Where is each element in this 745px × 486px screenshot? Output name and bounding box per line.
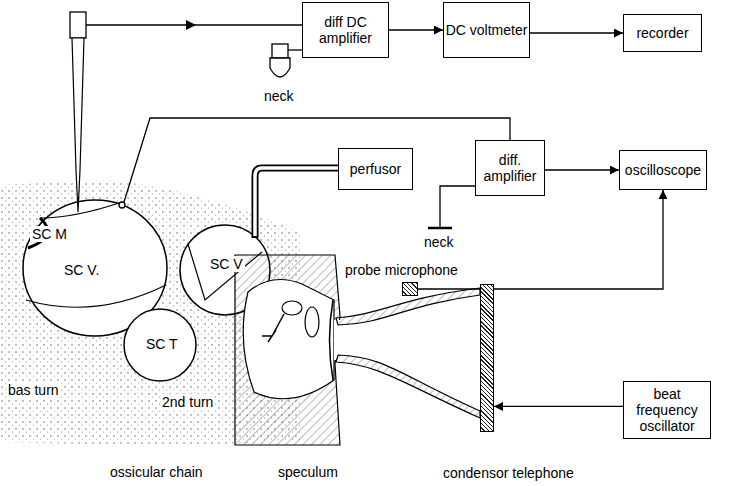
electrode-holder	[70, 12, 86, 38]
signal-connector	[389, 29, 443, 30]
neck-electrode	[272, 44, 288, 58]
malleus	[305, 307, 319, 337]
part-label: neck	[422, 234, 456, 250]
signal-connector	[545, 169, 619, 170]
recorder-box: recorder	[623, 14, 702, 52]
part-label: speculum	[276, 464, 340, 480]
box-label: diff. amplifier	[476, 152, 544, 184]
signal-wire	[86, 24, 307, 25]
signal-connector	[494, 406, 623, 407]
perfusor-box: perfusor	[338, 148, 413, 190]
box-label: diff DC amplifier	[303, 14, 388, 46]
telephone-symbol: condensor telephone	[480, 284, 494, 432]
box-label: DC voltmeter	[446, 22, 528, 38]
glass-electrode	[72, 38, 84, 212]
ground-wire	[440, 186, 480, 228]
speculum-wall	[336, 355, 480, 418]
voltmeter-box: DC voltmeter	[443, 2, 530, 58]
incus	[282, 301, 302, 315]
part-label: 2nd turn	[160, 394, 215, 410]
basilar-membrane	[26, 285, 166, 307]
amplifier-box: diff DC amplifier	[302, 2, 389, 58]
part-label: bas turn	[6, 382, 61, 398]
perfusion-tube	[255, 168, 338, 238]
part-label: probe microphone	[343, 262, 460, 278]
part-label: neck	[262, 88, 296, 104]
reissner-membrane	[40, 202, 122, 218]
box-label: perfusor	[350, 161, 401, 177]
temporal-bone	[235, 255, 340, 445]
part-label: condensor telephone	[441, 465, 576, 481]
neck-electrode-cup	[270, 58, 290, 77]
second-turn-scala-tympani	[124, 309, 196, 381]
part-label: SC V	[208, 256, 245, 272]
ear-canal	[334, 320, 342, 360]
microphone-symbol: probe microphone	[402, 282, 418, 296]
wire-arrowhead	[186, 20, 196, 30]
signal-wire	[124, 118, 510, 202]
part-label: SC T	[144, 336, 180, 352]
box-label: oscilloscope	[625, 162, 701, 178]
part-label: SC V.	[62, 262, 101, 278]
amplifier-box: diff. amplifier	[475, 140, 545, 196]
ground-bar	[428, 227, 452, 230]
ring-electrode	[119, 202, 125, 208]
perfusion-tube-lumen	[255, 168, 338, 236]
box-label: beat frequency oscillator	[624, 386, 710, 434]
stapes	[262, 314, 284, 342]
middle-ear-cavity	[243, 280, 334, 399]
box-label: recorder	[636, 25, 688, 41]
part-label: ossicular chain	[108, 464, 205, 480]
signal-connector	[530, 32, 623, 33]
oscilloscope-box: oscilloscope	[619, 150, 707, 190]
oscillator-box: beat frequency oscillator	[623, 381, 711, 439]
eardrum	[330, 300, 334, 380]
part-label: SC M	[30, 226, 69, 242]
